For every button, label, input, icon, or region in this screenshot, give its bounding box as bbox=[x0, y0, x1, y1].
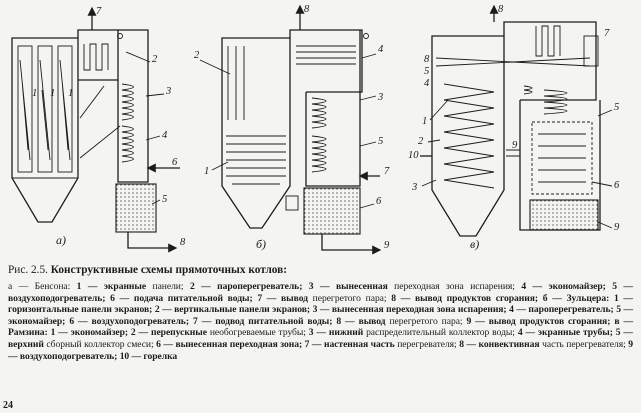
scheme-c-callout-8: 8 bbox=[424, 54, 430, 65]
scheme-c-callout-6: 6 bbox=[614, 180, 620, 191]
legend-run: 8 — конвективная bbox=[459, 338, 540, 350]
legend-run: 2 — перепускные bbox=[130, 327, 207, 339]
scheme-a-label: а) bbox=[56, 233, 66, 247]
scheme-b-callout-1: 1 bbox=[204, 166, 209, 177]
figure-caption: Рис. 2.5. Конструктивные схемы прямоточн… bbox=[8, 264, 633, 276]
legend-run: 7 — вывод bbox=[257, 292, 308, 304]
scheme-b-callout-8: 8 bbox=[304, 4, 310, 15]
scheme-c-callout-8: 8 bbox=[498, 4, 504, 15]
scheme-c-callout-9: 9 bbox=[614, 222, 620, 233]
scheme-a-callout-2: 2 bbox=[152, 54, 158, 65]
scheme-b-label: б) bbox=[256, 237, 266, 251]
scheme-b-callout-3: 3 bbox=[377, 92, 383, 103]
figure-legend: а — Бенсона: 1 — экранные панели; 2 — па… bbox=[8, 281, 633, 362]
scheme-a-callout-4: 4 bbox=[162, 130, 168, 141]
legend-run: часть перегревателя; bbox=[539, 338, 629, 350]
legend-run: перегретого пара; bbox=[307, 292, 392, 304]
legend-run: 2 — вертикальные панели экранов; bbox=[154, 304, 311, 316]
legend-run: 2 — пароперегреватель; bbox=[189, 281, 303, 292]
scheme-b-callout-6: 6 bbox=[376, 196, 382, 207]
scheme-a-callout-1: 1 bbox=[50, 88, 55, 99]
legend-run: 4 — экранные трубы; bbox=[517, 327, 613, 339]
legend-run: необогреваемые трубы; bbox=[206, 327, 309, 339]
legend-run: 3 — вынесенная переходная зона испарения… bbox=[312, 304, 507, 316]
legend-run: 6 — вынесенная переходная зона; bbox=[156, 338, 303, 350]
legend-run: 7 — настенная часть bbox=[304, 338, 395, 350]
scheme-b-callout-9: 9 bbox=[384, 240, 390, 251]
scheme-b-callout-4: 4 bbox=[378, 44, 384, 55]
legend-run: 6 — воздухоподогреватель; bbox=[69, 315, 189, 327]
scheme-a-benson: 7 2 3 4 6 5 8 1 1 1 а) bbox=[11, 6, 186, 253]
legend-run: 10 — горелка bbox=[119, 350, 178, 362]
legend-run: переходная зона испарения; bbox=[387, 281, 522, 292]
legend-run: 5 — верхний bbox=[8, 327, 633, 350]
legend-run: 1 — экономайзер; bbox=[50, 327, 129, 339]
scheme-c-callout-1: 1 bbox=[422, 116, 427, 127]
scheme-c-callout-10: 10 bbox=[408, 150, 419, 161]
scheme-a-callout-5: 5 bbox=[162, 194, 167, 205]
page-number: 24 bbox=[3, 400, 13, 411]
legend-run: в — Рамзина: bbox=[8, 315, 633, 339]
scheme-c-callout-5: 5 bbox=[424, 66, 429, 77]
legend-run: 5 — воздухоподогреватель; bbox=[8, 281, 633, 304]
scheme-a-callout-1: 1 bbox=[68, 88, 73, 99]
legend-run: 9 — вывод продуктов сгорания; bbox=[466, 315, 611, 327]
scheme-b-callout-5: 5 bbox=[378, 136, 383, 147]
legend-run: 8 — вывод bbox=[336, 315, 386, 327]
scheme-a-callout-6: 6 bbox=[172, 157, 178, 168]
legend-run: 1 — экранные bbox=[76, 281, 147, 292]
scheme-b-callout-2: 2 bbox=[194, 50, 200, 61]
scheme-c-callout-4: 4 bbox=[424, 78, 430, 89]
boiler-schematics-figure: 7 2 3 4 6 5 8 1 1 1 а) bbox=[11, 4, 620, 255]
legend-run: 9 — воздухоподогреватель; bbox=[8, 338, 634, 362]
legend-run: 8 — вывод продуктов сгорания; bbox=[391, 292, 539, 304]
legend-run: 4 — экономайзер; bbox=[521, 281, 606, 292]
scheme-c-callout-7: 7 bbox=[604, 28, 610, 39]
scheme-a-callout-8: 8 bbox=[180, 237, 186, 248]
legend-run: распределительный коллектор воды; bbox=[363, 327, 518, 339]
figure-title: Конструктивные схемы прямоточных котлов: bbox=[50, 264, 288, 276]
scheme-a-callout-3: 3 bbox=[165, 86, 171, 97]
legend-run: панели; bbox=[146, 281, 190, 292]
legend-run: сборный коллектор смеси; bbox=[43, 338, 157, 350]
scheme-c-label: в) bbox=[470, 237, 479, 251]
scheme-b-callout-7: 7 bbox=[384, 166, 390, 177]
legend-run: 1 — горизонтальные панели экранов; bbox=[8, 292, 633, 316]
scheme-c-callout-2: 2 bbox=[418, 136, 424, 147]
legend-run: перегретого пара; bbox=[385, 315, 467, 327]
legend-run: 7 — подвод питательной воды; bbox=[192, 315, 333, 327]
legend-run: 4 — пароперегреватель; bbox=[509, 304, 614, 316]
legend-run: б — Зульцера: bbox=[542, 292, 610, 304]
legend-run: перегревателя; bbox=[394, 338, 460, 350]
figure-number: Рис. 2.5. bbox=[8, 264, 48, 276]
scheme-a-callout-1: 1 bbox=[32, 88, 37, 99]
legend-run: 6 — подача питательной воды; bbox=[110, 292, 253, 304]
scheme-c-callout-9: 9 bbox=[512, 140, 518, 151]
scheme-c-callout-3: 3 bbox=[411, 182, 417, 193]
scheme-b-sulzer: 8 2 4 3 5 1 7 6 9 б) bbox=[194, 4, 390, 255]
scheme-a-callout-7: 7 bbox=[96, 6, 102, 17]
legend-run: 3 — вынесенная bbox=[308, 281, 388, 292]
legend-run: 5 — экономайзер; bbox=[8, 304, 634, 327]
legend-run: 3 — нижний bbox=[308, 327, 364, 339]
scheme-c-callout-5: 5 bbox=[614, 102, 619, 113]
legend-run: а — Бенсона: bbox=[8, 281, 77, 292]
scheme-c-ramzin: 8 7 8 5 4 1 2 10 9 3 5 6 9 в) bbox=[408, 4, 620, 251]
